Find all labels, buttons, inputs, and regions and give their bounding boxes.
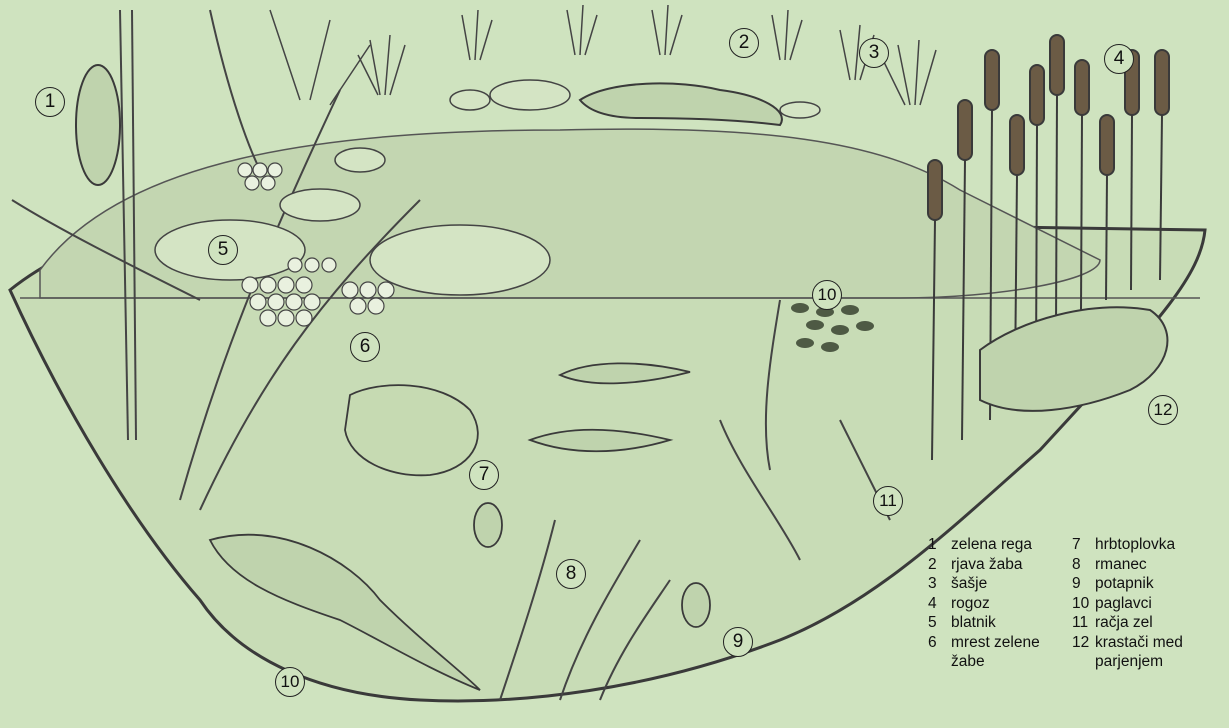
diving-beetle <box>682 583 710 627</box>
legend-num: 6 <box>928 633 951 653</box>
callout-9: 9 <box>723 627 753 657</box>
callout-7: 7 <box>469 460 499 490</box>
backswimmer <box>474 503 502 547</box>
legend-label: zelena rega <box>951 535 1051 555</box>
legend-num <box>928 652 951 672</box>
tree-frog <box>76 65 120 185</box>
legend-num: 1 <box>928 535 951 555</box>
legend-num: 4 <box>928 594 951 614</box>
legend-num: 12 <box>1072 633 1095 653</box>
legend-label: krastači med <box>1095 633 1220 653</box>
callout-4: 4 <box>1104 44 1134 74</box>
legend-item: žabe <box>928 652 1051 672</box>
callout-8: 8 <box>556 559 586 589</box>
callout-3: 3 <box>859 38 889 68</box>
legend-item: parjenjem <box>1072 652 1220 672</box>
callout-11: 11 <box>873 486 903 516</box>
callout-1: 1 <box>35 87 65 117</box>
legend-num: 5 <box>928 613 951 633</box>
legend-num: 9 <box>1072 574 1095 594</box>
legend-label: šašje <box>951 574 1051 594</box>
legend-num: 10 <box>1072 594 1095 614</box>
callout-6: 6 <box>350 332 380 362</box>
legend-num: 8 <box>1072 555 1095 575</box>
callout-10-newt: 10 <box>275 667 305 697</box>
legend-label: hrbtoplovka <box>1095 535 1220 555</box>
legend-label: potapnik <box>1095 574 1220 594</box>
brown-frog <box>580 83 782 125</box>
legend-label: paglavci <box>1095 594 1220 614</box>
legend-label: rogoz <box>951 594 1051 614</box>
legend-label: mrest zelene <box>951 633 1051 653</box>
legend-label: račja zel <box>1095 613 1220 633</box>
callout-5: 5 <box>208 235 238 265</box>
legend-label: žabe <box>951 652 1051 672</box>
legend-num <box>1072 652 1095 672</box>
legend-num: 3 <box>928 574 951 594</box>
legend-label: blatnik <box>951 613 1051 633</box>
legend-label: rmanec <box>1095 555 1220 575</box>
callout-2: 2 <box>729 28 759 58</box>
legend-label: parjenjem <box>1095 652 1220 672</box>
callout-12: 12 <box>1148 395 1178 425</box>
legend-num: 7 <box>1072 535 1095 555</box>
callout-10-tadpoles: 10 <box>812 280 842 310</box>
legend-num: 2 <box>928 555 951 575</box>
legend-label: rjava žaba <box>951 555 1051 575</box>
legend-num: 11 <box>1072 613 1095 633</box>
